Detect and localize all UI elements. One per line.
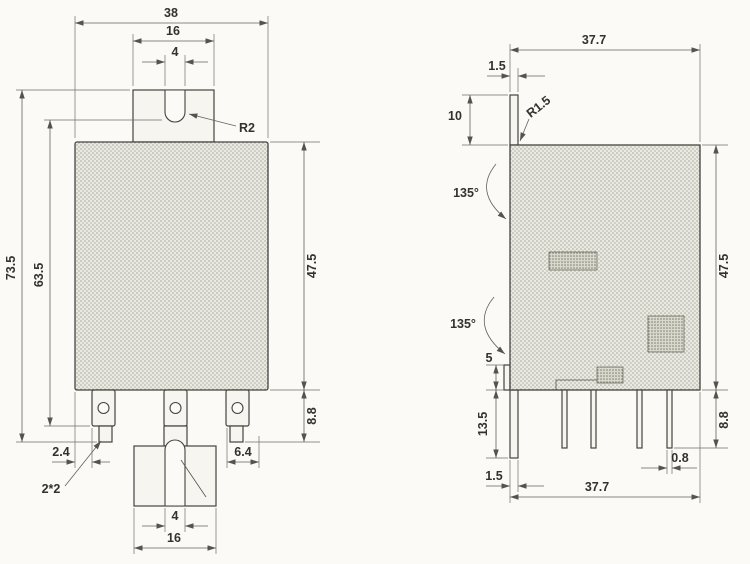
front-bottom-keyhole-slot [164, 439, 186, 507]
side-dim-bottom-width-label: 37.7 [585, 480, 609, 494]
side-top-tab [509, 94, 519, 146]
side-dim-top-width-label: 37.7 [582, 33, 606, 47]
front-part [74, 89, 269, 507]
side-dim-bottom-width: 37.7 [509, 392, 701, 503]
front-dim-tab-width-label: 16 [166, 24, 180, 38]
front-dim-slot-width-label: 4 [172, 45, 179, 59]
side-inner-feature-right [647, 315, 685, 353]
side-bottom-step-line [555, 379, 597, 390]
front-dim-slot-width: 4 [142, 45, 208, 86]
side-dim-pin-length: 8.8 [674, 390, 731, 449]
side-pin-1 [561, 389, 568, 449]
side-dim-pin-width-label: 0.8 [671, 451, 688, 465]
side-angle-lower: 135° [450, 296, 506, 355]
front-dim-inner-height-label: 63.5 [32, 263, 46, 287]
front-dim-bottom-tab-width: 16 [133, 508, 217, 554]
front-terminal-middle-hole [169, 401, 182, 415]
side-angle-upper: 135° [453, 163, 507, 220]
front-dim-overall-height: 73.5 [4, 89, 130, 443]
side-dim-bottom-tab-length-label: 13.5 [476, 412, 490, 436]
side-dim-step-height-label: 5 [486, 351, 493, 365]
side-dim-tab-height: 10 [448, 94, 508, 146]
front-dim-pin-section: 2*2 [42, 440, 102, 496]
front-terminal-left-hole [97, 401, 110, 415]
side-inner-feature-bottom [596, 366, 624, 384]
side-dim-tab-height-label: 10 [448, 109, 462, 123]
side-dim-step-height: 5 [486, 351, 504, 391]
side-radius-label: R1.5 [524, 93, 553, 120]
side-dim-body-height-label: 47.5 [717, 254, 731, 278]
side-dim-tab-thickness-top-label: 1.5 [488, 59, 505, 73]
side-dim-tab-thickness-bottom: 1.5 [485, 460, 544, 492]
front-dim-bottom-slot-width: 4 [142, 508, 208, 532]
front-view: 38 16 4 R2 73.5 6 [4, 6, 320, 554]
side-relay-body [509, 144, 701, 391]
front-dim-pin-length: 8.8 [245, 390, 320, 443]
side-dim-pin-length-label: 8.8 [717, 411, 731, 428]
side-dim-bottom-tab-length: 13.5 [476, 390, 508, 459]
front-dim-pin-offset-label: 2.4 [52, 445, 69, 459]
front-dim-bottom-tab-width-label: 16 [167, 531, 181, 545]
front-dim-inner-height: 63.5 [32, 119, 162, 427]
front-dim-body-height-label: 47.5 [305, 254, 319, 278]
front-dim-overall-width-label: 38 [164, 6, 178, 20]
side-bottom-tab [509, 389, 519, 459]
front-radius-label: R2 [239, 121, 255, 135]
side-pin-3 [636, 389, 643, 449]
front-dim-tab-width: 16 [132, 24, 215, 86]
side-part [503, 94, 701, 459]
front-relay-body [74, 141, 269, 391]
side-dim-top-width: 37.7 [509, 33, 701, 142]
front-dim-pin-length-label: 8.8 [305, 407, 319, 424]
front-top-keyhole-slot [164, 89, 186, 123]
front-radius-callout: R2 [188, 113, 255, 135]
side-pin-4 [666, 389, 673, 449]
front-dim-overall-height-label: 73.5 [4, 256, 18, 280]
side-dim-pin-width: 0.8 [641, 450, 697, 474]
front-pin-right [229, 425, 244, 443]
front-dim-bottom-slot-width-label: 4 [172, 509, 179, 523]
side-pin-2 [590, 389, 597, 449]
front-leader-line [180, 459, 207, 498]
front-pin-left [98, 425, 113, 443]
side-angle-upper-label: 135° [453, 186, 479, 200]
front-dim-pin-offset: 2.4 [52, 392, 110, 468]
side-radius-callout: R1.5 [519, 93, 553, 142]
side-step [503, 364, 511, 391]
front-dim-pin-pitch: 6.4 [226, 428, 260, 468]
side-view: 37.7 1.5 10 R1.5 135° 135° [448, 33, 731, 503]
front-dim-overall-width: 38 [74, 6, 269, 138]
side-dim-body-height: 47.5 [702, 144, 731, 391]
front-terminal-right-hole [231, 401, 244, 415]
front-dim-body-height: 47.5 [270, 141, 320, 391]
side-inner-feature-upper [548, 251, 598, 271]
side-angle-lower-label: 135° [450, 317, 476, 331]
side-dim-tab-thickness-top: 1.5 [487, 59, 545, 92]
front-dim-pin-section-label: 2*2 [42, 482, 61, 496]
side-dim-tab-thickness-bottom-label: 1.5 [485, 469, 502, 483]
front-dim-pin-pitch-label: 6.4 [234, 445, 251, 459]
